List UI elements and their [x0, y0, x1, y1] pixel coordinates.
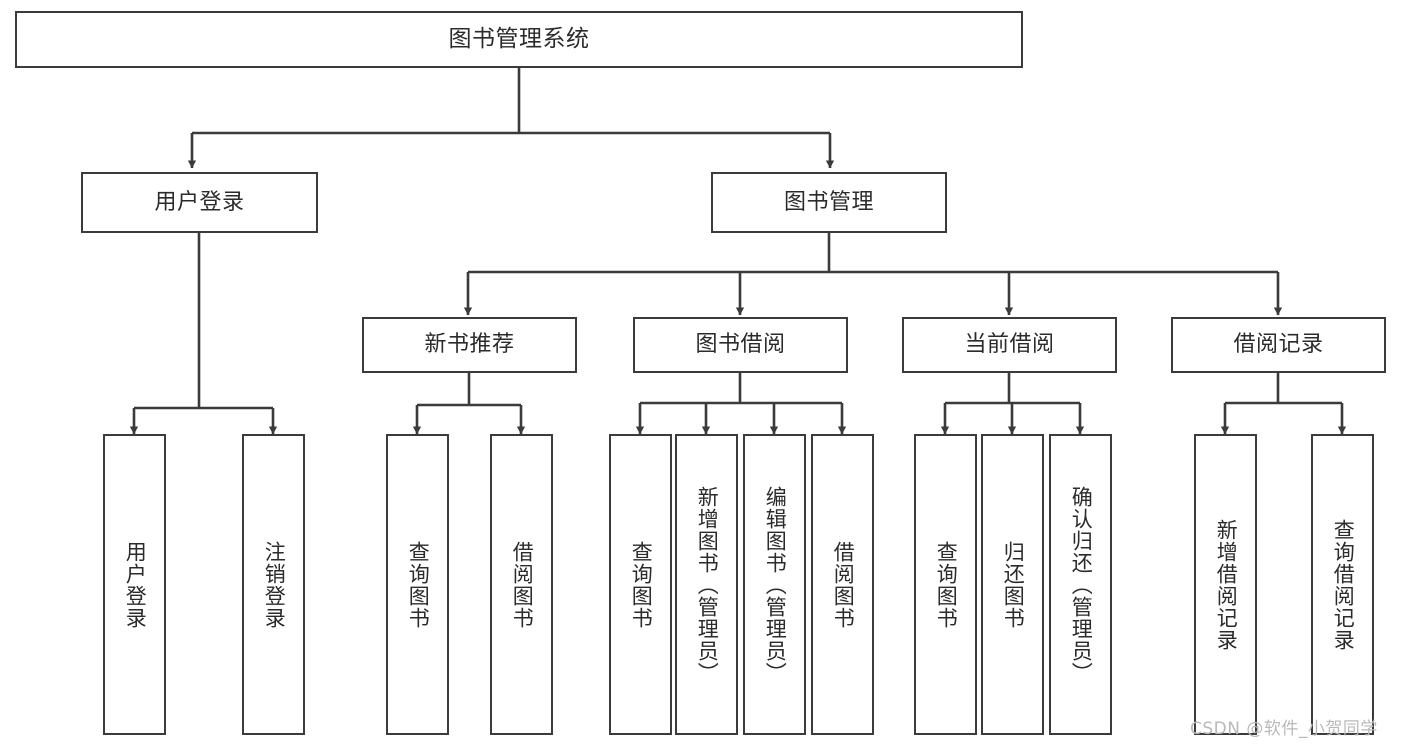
node-current-borrow-label: 当前借阅: [964, 332, 1055, 358]
leaf-current-borrow-query-book-label: 查询图书: [934, 540, 959, 629]
leaf-book-borrow-query-book[interactable]: 查询图书: [609, 434, 672, 735]
node-borrow-record[interactable]: 借阅记录: [1171, 317, 1386, 373]
leaf-new-book-borrow-book-label: 借阅图书: [510, 540, 535, 629]
leaf-user-login-logout-label: 注销登录: [262, 540, 287, 629]
node-root-label: 图书管理系统: [448, 26, 590, 53]
node-borrow-record-label: 借阅记录: [1233, 332, 1324, 358]
leaf-book-borrow-edit-book-admin-label: 编辑图书（管理员）: [763, 485, 788, 684]
node-user-login[interactable]: 用户登录: [81, 172, 318, 233]
leaf-book-borrow-borrow-book-label: 借阅图书: [831, 540, 856, 629]
leaf-book-borrow-add-book-admin-label: 新增图书（管理员）: [695, 485, 720, 684]
leaf-new-book-borrow-book[interactable]: 借阅图书: [490, 434, 553, 735]
leaf-user-login-login-label: 用户登录: [123, 540, 148, 629]
node-book-management-label: 图书管理: [783, 189, 874, 215]
leaf-borrow-record-add-record[interactable]: 新增借阅记录: [1194, 434, 1257, 735]
node-new-book-recommend[interactable]: 新书推荐: [362, 317, 577, 373]
leaf-user-login-login[interactable]: 用户登录: [103, 434, 166, 735]
leaf-borrow-record-add-record-label: 新增借阅记录: [1214, 518, 1239, 651]
leaf-book-borrow-add-book-admin[interactable]: 新增图书（管理员）: [675, 434, 738, 735]
leaf-current-borrow-confirm-return-admin[interactable]: 确认归还（管理员）: [1049, 434, 1112, 735]
node-current-borrow[interactable]: 当前借阅: [902, 317, 1117, 373]
node-book-borrow-label: 图书借阅: [695, 332, 786, 358]
node-book-management[interactable]: 图书管理: [711, 172, 947, 233]
node-new-book-recommend-label: 新书推荐: [424, 332, 515, 358]
leaf-book-borrow-borrow-book[interactable]: 借阅图书: [811, 434, 874, 735]
leaf-new-book-query-book-label: 查询图书: [406, 540, 431, 629]
leaf-user-login-logout[interactable]: 注销登录: [242, 434, 305, 735]
node-book-borrow[interactable]: 图书借阅: [633, 317, 848, 373]
leaf-current-borrow-return-book-label: 归还图书: [1001, 540, 1026, 629]
leaf-borrow-record-query-record[interactable]: 查询借阅记录: [1311, 434, 1374, 735]
leaf-book-borrow-edit-book-admin[interactable]: 编辑图书（管理员）: [743, 434, 806, 735]
node-root-book-management-system[interactable]: 图书管理系统: [15, 11, 1023, 68]
leaf-current-borrow-return-book[interactable]: 归还图书: [981, 434, 1044, 735]
leaf-book-borrow-query-book-label: 查询图书: [629, 540, 654, 629]
leaf-new-book-query-book[interactable]: 查询图书: [386, 434, 449, 735]
node-user-login-label: 用户登录: [154, 189, 245, 215]
leaf-current-borrow-query-book[interactable]: 查询图书: [914, 434, 977, 735]
leaf-borrow-record-query-record-label: 查询借阅记录: [1331, 518, 1356, 651]
leaf-current-borrow-confirm-return-admin-label: 确认归还（管理员）: [1069, 485, 1094, 684]
